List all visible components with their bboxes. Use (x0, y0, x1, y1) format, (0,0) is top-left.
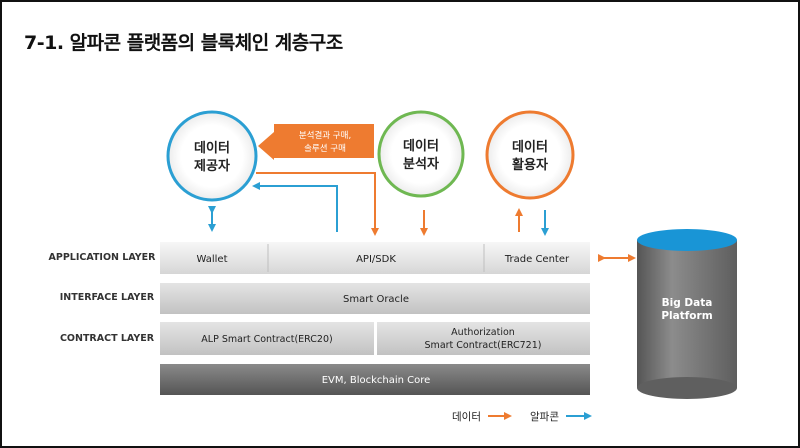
purchase-callout-arrow: 분석결과 구매, 솔루션 구매 (258, 124, 374, 160)
interface-layer-label: INTERFACE LAYER (60, 292, 155, 303)
wallet-block: Wallet (196, 254, 227, 265)
application-layer-label: APPLICATION LAYER (49, 252, 157, 263)
legend-alphacon-label: 알파콘 (530, 411, 559, 423)
user-label-line1: 데이터 (512, 139, 548, 155)
core-layer: EVM, Blockchain Core (160, 364, 590, 395)
api-to-provider-arrow (252, 182, 338, 232)
provider-to-api-arrow (256, 172, 379, 236)
page-title: 7-1. 알파콘 플랫폼의 블록체인 계층구조 (24, 32, 343, 54)
callout-line2: 솔루션 구매 (304, 143, 346, 154)
callout-line1: 분석결과 구매, (299, 130, 351, 141)
application-layer: Wallet API/SDK Trade Center (160, 242, 590, 274)
smart-oracle-block: Smart Oracle (343, 294, 409, 305)
analyst-label-line2: 분석자 (403, 157, 439, 172)
big-data-platform: Big Data Platform (637, 229, 737, 399)
provider-label-line2: 제공자 (194, 159, 230, 174)
provider-circle: 데이터 제공자 (166, 110, 258, 202)
alp-contract-block: ALP Smart Contract(ERC20) (201, 334, 332, 345)
contract-layer-label: CONTRACT LAYER (60, 333, 155, 344)
auth-contract-line2: Smart Contract(ERC721) (425, 340, 542, 351)
user-label-line2: 활용자 (512, 157, 548, 173)
legend: 데이터 알파콘 (452, 411, 592, 423)
analyst-label-line1: 데이터 (403, 138, 439, 154)
provider-label-line1: 데이터 (194, 140, 230, 156)
api-sdk-block: API/SDK (356, 254, 396, 265)
auth-contract-line1: Authorization (451, 327, 515, 338)
contract-layer: ALP Smart Contract(ERC20) Authorization … (160, 322, 590, 355)
analyst-circle: 데이터 분석자 (377, 110, 465, 198)
trade-center-block: Trade Center (504, 254, 570, 265)
user-circle: 데이터 활용자 (485, 110, 575, 200)
platform-label-line1: Big Data (662, 297, 713, 309)
platform-label-line2: Platform (661, 310, 712, 322)
core-block: EVM, Blockchain Core (322, 375, 431, 386)
legend-data-label: 데이터 (452, 411, 481, 423)
interface-layer: Smart Oracle (160, 283, 590, 314)
